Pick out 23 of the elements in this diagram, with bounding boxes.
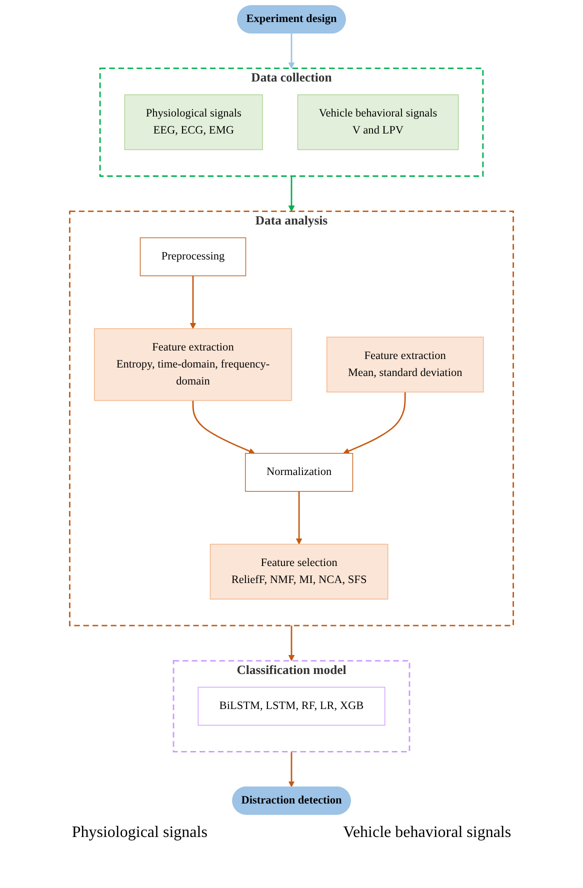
column-heading: Vehicle behavioral signals [343, 824, 512, 842]
arrow [288, 626, 295, 662]
arrow [288, 752, 295, 788]
step-card: Feature extraction Entropy, time-domain, frequency-domain [94, 328, 292, 401]
arrow [343, 392, 406, 454]
process-box: Preprocessing [140, 237, 246, 276]
arrow [288, 176, 295, 212]
arrow [288, 33, 295, 69]
step-card: Physiological signals EEG, ECG, EMG [124, 94, 263, 150]
step-card: Vehicle behavioral signals V and LPV [297, 94, 459, 150]
arrow [192, 400, 255, 454]
terminal-ellipse: Experiment design [237, 5, 346, 34]
terminal-ellipse: Distraction detection [232, 786, 351, 815]
group-title: Classification model [236, 662, 346, 677]
step-card: Feature selection ReliefF, NMF, MI, NCA, SFS [210, 544, 388, 600]
column-heading: Physiological signals [72, 824, 208, 842]
arrow [296, 491, 302, 544]
arrow [190, 276, 196, 329]
process-box: Normalization [245, 452, 354, 492]
group-title: Data collection [251, 70, 332, 85]
process-box: BiLSTM, LSTM, RF, LR, XGB [198, 686, 386, 726]
group-title: Data analysis [255, 213, 328, 228]
step-card: Feature extraction Mean, standard deviation [326, 336, 484, 392]
